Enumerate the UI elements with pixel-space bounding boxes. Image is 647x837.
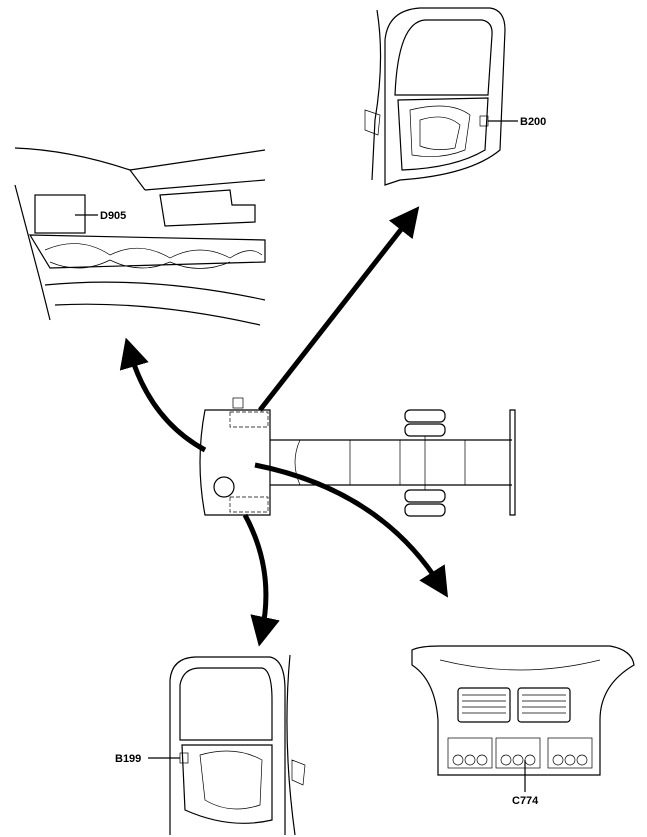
right-door-view: B200 (364, 7, 546, 186)
arrow-to-d905 (119, 337, 207, 453)
location-arrows (119, 206, 449, 647)
label-c774: C774 (512, 795, 539, 807)
dashboard-panel-view: C774 (411, 645, 635, 807)
truck-top-view (199, 397, 516, 517)
label-d905: D905 (100, 210, 126, 222)
cab-interior-view: D905 (14, 147, 266, 326)
arrow-to-b199 (242, 513, 280, 647)
label-b199: B199 (115, 753, 141, 765)
label-b200: B200 (520, 116, 546, 128)
arrow-to-b200 (258, 206, 420, 412)
left-door-view: B199 (115, 654, 306, 836)
arrow-to-c774 (254, 462, 449, 598)
